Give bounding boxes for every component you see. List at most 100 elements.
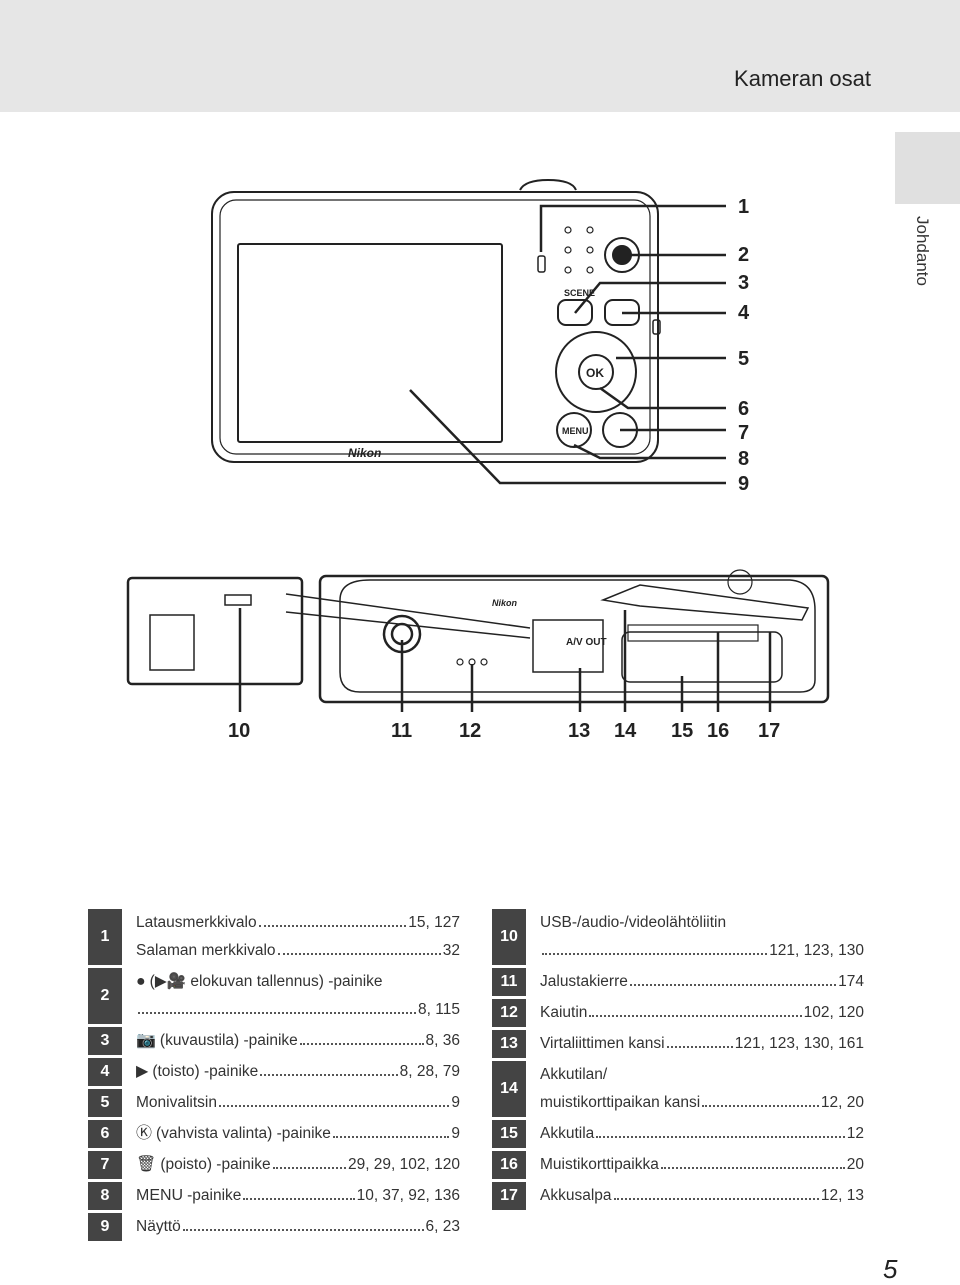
part-line: 📷(kuvaustila) -painike 8, 36 <box>136 1027 460 1055</box>
part-description: Monivalitsin 9 <box>122 1089 460 1117</box>
av-out-label: A/V OUT <box>566 637 607 648</box>
part-number: 10 <box>492 909 526 965</box>
camera-bottom-view <box>126 569 830 704</box>
part-row: 3 📷(kuvaustila) -painike 8, 36 <box>88 1027 460 1055</box>
dot-leader <box>182 1229 424 1231</box>
part-line: Latausmerkkivalo 15, 127 <box>136 909 460 937</box>
dot-leader <box>660 1167 845 1169</box>
part-line: USB-/audio-/videolähtöliitin <box>540 909 864 937</box>
camera-back <box>211 178 661 463</box>
page-references: 32 <box>442 942 460 959</box>
page-references: 15, 127 <box>408 914 460 931</box>
part-name: (kuvaustila) -painike <box>159 1032 298 1049</box>
part-number: 4 <box>88 1058 122 1086</box>
dot-leader <box>542 953 768 955</box>
part-number: 8 <box>88 1182 122 1210</box>
part-number: 3 <box>88 1027 122 1055</box>
part-name: (vahvista valinta) -painike <box>156 1125 331 1142</box>
side-tab <box>895 132 960 204</box>
part-description: Näyttö 6, 23 <box>122 1213 460 1241</box>
callout-12: 12 <box>459 720 482 742</box>
part-name: (poisto) -painike <box>160 1156 271 1173</box>
dot-leader <box>332 1136 450 1138</box>
dot-leader <box>629 984 837 986</box>
part-number: 14 <box>492 1061 526 1117</box>
dot-leader <box>243 1198 355 1200</box>
page-references: 8, 36 <box>425 1032 460 1049</box>
part-line: 121, 123, 130 <box>540 937 864 965</box>
callout-13: 13 <box>568 720 591 742</box>
callout-8: 8 <box>738 448 750 470</box>
page-references: 12, 13 <box>820 1187 864 1204</box>
button-symbol-icon: Ⓚ <box>136 1125 153 1142</box>
section-title: Kameran osat <box>734 66 871 91</box>
part-number: 2 <box>88 968 122 1024</box>
button-symbol-icon: ▶ <box>136 1063 149 1080</box>
part-name: Näyttö <box>136 1218 181 1235</box>
brand-label: Nikon <box>348 446 381 460</box>
ok-label: OK <box>586 366 604 380</box>
page-references: 9 <box>451 1125 460 1142</box>
part-line: Näyttö 6, 23 <box>136 1213 460 1241</box>
header-band <box>0 0 960 112</box>
part-line: ●(▶🎥 elokuvan tallennus) -painike <box>136 968 460 996</box>
part-number: 12 <box>492 999 526 1027</box>
callout-6: 6 <box>738 398 750 420</box>
part-number: 17 <box>492 1182 526 1210</box>
callout-9: 9 <box>738 473 750 495</box>
page-references: 8, 115 <box>418 1001 460 1018</box>
dot-leader <box>613 1198 819 1200</box>
part-number: 16 <box>492 1151 526 1179</box>
part-number: 9 <box>88 1213 122 1241</box>
part-line: Monivalitsin 9 <box>136 1089 460 1117</box>
part-line: Ⓚ(vahvista valinta) -painike 9 <box>136 1120 460 1148</box>
callout-10: 10 <box>228 720 251 742</box>
page-references: 10, 37, 92, 136 <box>356 1187 460 1204</box>
part-name: muistikorttipaikan kansi <box>540 1094 701 1111</box>
part-name: USB-/audio-/videolähtöliitin <box>540 914 727 931</box>
part-name: Kaiutin <box>540 1004 588 1021</box>
callout-15: 15 <box>671 720 694 742</box>
button-symbol-icon: 📷 <box>136 1032 156 1049</box>
part-name: Latausmerkkivalo <box>136 914 257 931</box>
page-number: 5 <box>883 1254 898 1284</box>
part-number: 7 <box>88 1151 122 1179</box>
button-symbol-icon: ● <box>136 973 146 990</box>
dot-leader <box>272 1167 346 1169</box>
brand-label-bottom: Nikon <box>492 598 518 608</box>
part-name: Muistikorttipaikka <box>540 1156 659 1173</box>
part-line: Akkutilan/ <box>540 1061 864 1089</box>
camera-back-labels: SCENE OK MENU Nikon <box>348 288 604 460</box>
button-symbol-icon: 🗑 <box>136 1156 157 1173</box>
dot-leader <box>258 925 407 927</box>
page-references: 9 <box>451 1094 460 1111</box>
callout-4: 4 <box>738 302 750 324</box>
page-references: 6, 23 <box>425 1218 460 1235</box>
dot-leader <box>589 1015 802 1017</box>
dot-leader <box>702 1105 819 1107</box>
part-row: 2 ●(▶🎥 elokuvan tallennus) -painike 8, 115 <box>88 968 460 1024</box>
camera-figure: SCENE OK MENU Nikon <box>126 178 830 742</box>
part-name: Monivalitsin <box>136 1094 217 1111</box>
callout-3: 3 <box>738 272 750 294</box>
scene-label: SCENE <box>564 288 595 298</box>
callout-5: 5 <box>738 348 750 370</box>
